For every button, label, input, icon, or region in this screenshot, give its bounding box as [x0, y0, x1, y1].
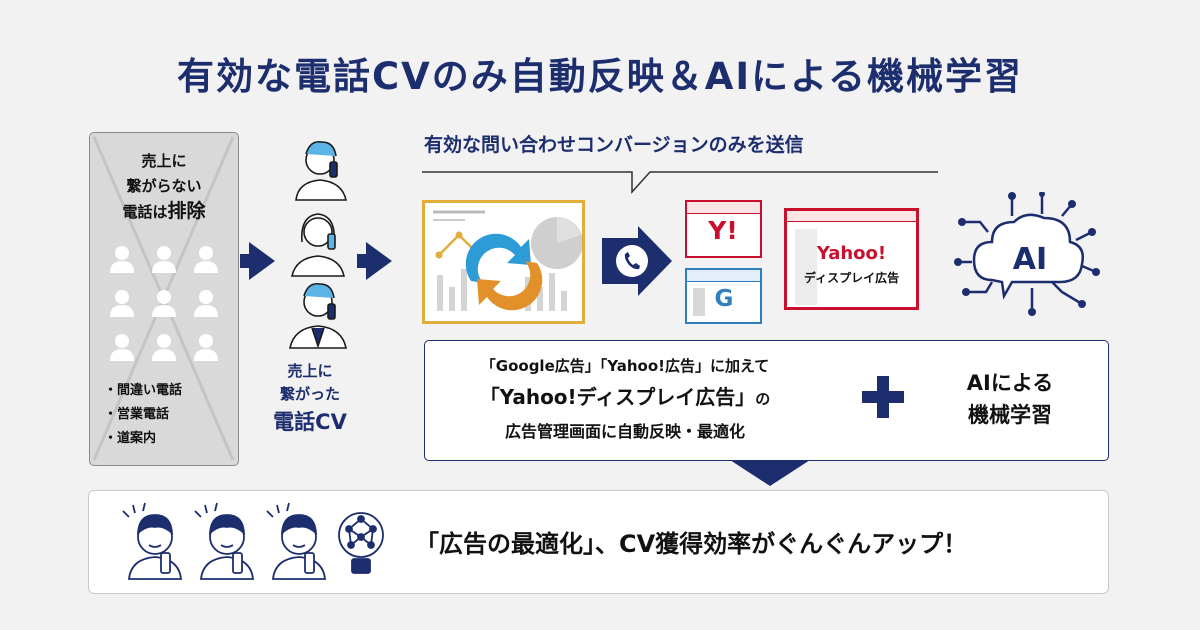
- list-item: ・間違い電話: [104, 383, 183, 398]
- yahoo-search-ad-window: Y!: [685, 200, 762, 258]
- google-logo: G: [714, 286, 734, 312]
- send-caption: 有効な問い合わせコンバージョンのみを送信: [424, 134, 804, 156]
- excluded-calls-panel: 売上に 繋がらない 電話は排除 ・間違い電話 ・営業電話 ・道案内: [89, 132, 239, 466]
- ai-learning-line: AIによる: [966, 371, 1054, 395]
- mid-line: 「Google広告」「Yahoo!広告」に加えて: [480, 357, 770, 375]
- ai-badge: AI: [1012, 242, 1048, 277]
- result-message: 「広告の最適化」、CV獲得効率がぐんぐんアップ！: [415, 530, 968, 558]
- mid-line: 広告管理画面に自動反映・最適化: [504, 422, 745, 441]
- valid-label-line: 繋がった: [279, 385, 340, 403]
- arrow-down-icon: [730, 460, 810, 486]
- list-item: ・道案内: [104, 431, 157, 446]
- ai-learning-line: 機械学習: [968, 403, 1052, 427]
- conversion-dashboard: [422, 200, 585, 324]
- excluded-heading-line: 売上に: [141, 152, 187, 170]
- list-item: ・営業電話: [104, 407, 170, 422]
- yahoo-display-label: ディスプレイ広告: [803, 271, 900, 285]
- excluded-heading-line: 繋がらない: [126, 177, 202, 195]
- valid-label-emphasis: 電話CV: [273, 410, 347, 434]
- plus-icon: [877, 376, 889, 418]
- ai-learning-label: AIによる 機械学習: [935, 367, 1085, 431]
- valid-label-line: 売上に: [287, 362, 333, 380]
- yahoo-display-ad-window: Yahoo! ディスプレイ広告: [784, 208, 919, 310]
- caller-people-icon: [289, 140, 347, 349]
- excluded-heading: 売上に 繋がらない 電話は排除: [90, 149, 238, 225]
- phone-arrow-icon: [602, 226, 672, 296]
- google-ad-window: G: [685, 268, 762, 324]
- excluded-list: ・間違い電話 ・営業電話 ・道案内: [104, 379, 182, 451]
- sync-chart-icon: [425, 203, 583, 321]
- auto-reflect-text: 「Google広告」「Yahoo!広告」に加えて 「Yahoo!ディスプレイ広告…: [425, 353, 825, 447]
- caption-bubble-line: [422, 171, 938, 194]
- arrow-right-icon: [366, 242, 392, 280]
- mid-line-suffix: の: [755, 390, 771, 408]
- excluded-heading-emphasis: 排除: [167, 200, 206, 222]
- yahoo-logo: Y!: [708, 216, 738, 245]
- happy-people-icon: [122, 502, 384, 580]
- auto-reflect-panel: 「Google広告」「Yahoo!広告」に加えて 「Yahoo!ディスプレイ広告…: [424, 340, 1109, 461]
- page-title: 有効な電話CVのみ自動反映＆AIによる機械学習: [176, 55, 1024, 98]
- arrow-right-icon: [249, 242, 275, 280]
- valid-calls-label: 売上に 繋がった 電話CV: [262, 360, 358, 438]
- person-silhouettes-icon: [110, 246, 218, 361]
- result-banner: 「広告の最適化」、CV獲得効率がぐんぐんアップ！: [88, 490, 1109, 594]
- ai-brain-icon: [954, 192, 1100, 316]
- yahoo-display-brand: Yahoo!: [816, 243, 887, 264]
- excluded-heading-prefix: 電話は: [122, 203, 168, 221]
- mid-line: 「Yahoo!ディスプレイ広告」: [479, 385, 756, 409]
